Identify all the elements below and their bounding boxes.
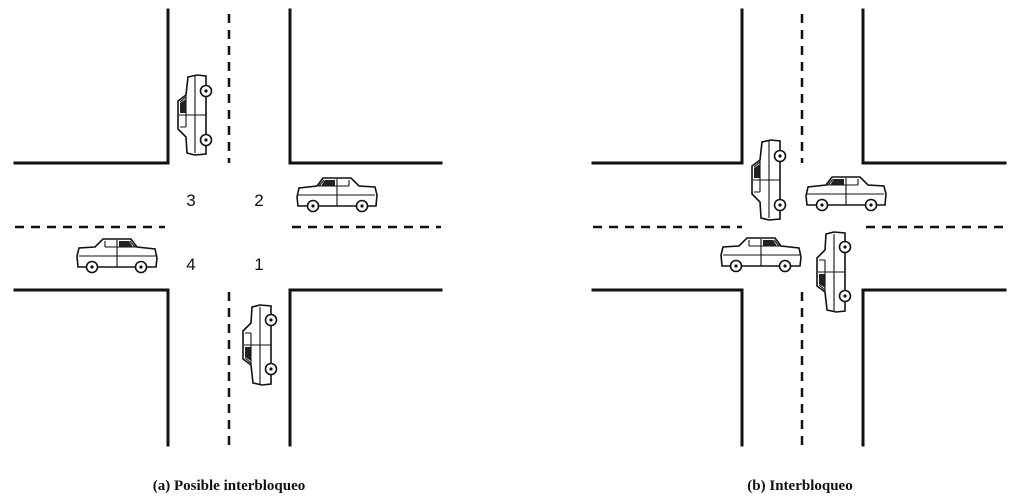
road-curbs-a bbox=[13, 8, 443, 447]
car-west-b bbox=[720, 237, 802, 273]
caption-b: (b) Interbloqueo bbox=[747, 478, 852, 494]
car-east-a bbox=[296, 177, 378, 213]
quadrant-4-label: 4 bbox=[186, 255, 195, 274]
lane-dividers-b bbox=[593, 14, 1005, 445]
car-west-a bbox=[76, 238, 158, 274]
road-curbs-b bbox=[591, 8, 1007, 447]
quadrant-3-label: 3 bbox=[186, 191, 195, 210]
car-east-b bbox=[805, 176, 887, 212]
car-south-a bbox=[242, 304, 278, 386]
car-north-b bbox=[751, 139, 787, 221]
panel-a: 3 2 4 1 (a) Posible interbloqueo bbox=[13, 8, 443, 494]
car-south-b bbox=[816, 231, 852, 313]
panel-b: (b) Interbloqueo bbox=[591, 8, 1007, 494]
lane-dividers-a bbox=[15, 14, 441, 445]
car-north-a bbox=[177, 74, 213, 156]
quadrant-1-label: 1 bbox=[254, 255, 263, 274]
quadrant-2-label: 2 bbox=[254, 191, 263, 210]
caption-a: (a) Posible interbloqueo bbox=[153, 478, 306, 494]
